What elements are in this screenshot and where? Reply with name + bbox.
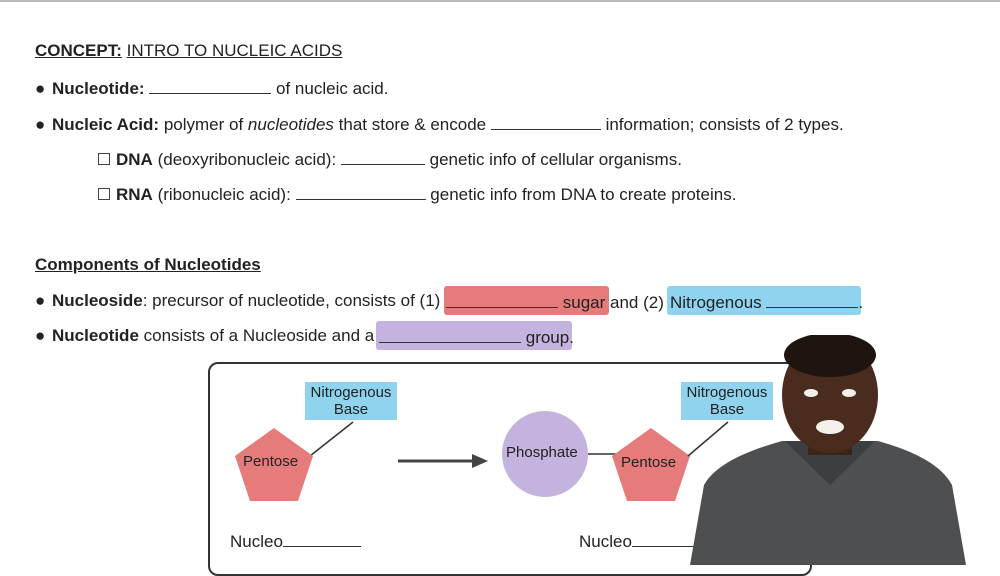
fill-blank: [766, 291, 859, 308]
nucleic-post: information; consists of 2 types.: [605, 115, 844, 134]
sugar-label: sugar: [562, 293, 606, 312]
nitrogenous-label: Nitrogenous: [670, 293, 762, 312]
bullet-icon: ●: [35, 79, 46, 98]
nucleo-label-right: Nucleo: [579, 530, 710, 552]
fill-blank: [282, 530, 361, 547]
nitrogenous-blank-group: Nitrogenous .: [670, 291, 863, 313]
fill-blank: [379, 326, 521, 343]
presenter-hair: [784, 335, 876, 377]
nitrogenous-highlight: [667, 286, 861, 315]
rna-rest: genetic info from DNA to create proteins…: [430, 185, 737, 204]
arrow-icon: [472, 454, 488, 468]
group-highlight: [376, 321, 572, 350]
nucleo-label-left: Nucleo: [230, 530, 361, 552]
presenter-collar: [785, 441, 875, 485]
sugar-highlight: [444, 286, 609, 315]
dna-rest: genetic info of cellular organisms.: [429, 150, 682, 169]
nucleic-pre: polymer of: [163, 115, 244, 134]
fill-blank: [295, 183, 426, 200]
nitrogenous-base-label-right: Nitrogenous Base: [681, 382, 773, 420]
nucleoside-rest: : precursor of nucleotide, consists of (…: [142, 291, 441, 310]
nucleic-mid: that store & encode: [338, 115, 487, 134]
checkbox-icon: [98, 153, 110, 165]
top-divider: [0, 0, 1000, 2]
nucleo-text: Nucleo: [230, 532, 283, 551]
concept-title: INTRO TO NUCLEIC ACIDS: [126, 41, 343, 60]
dna-definition: DNA (deoxyribonucleic acid): genetic inf…: [98, 148, 682, 170]
bullet-icon: ●: [35, 291, 46, 310]
fill-blank: [490, 113, 601, 130]
fill-blank: [149, 77, 272, 94]
nucleo-text: Nucleo: [579, 532, 632, 551]
nitrogenous-base-label-left: Nitrogenous Base: [305, 382, 397, 420]
nucleotide-rest: of nucleic acid.: [276, 79, 389, 98]
presenter-eye: [804, 389, 818, 397]
presenter-video: [690, 335, 966, 565]
rna-paren: (ribonucleic acid):: [157, 185, 291, 204]
fill-blank: [340, 148, 425, 165]
phosphate-circle: [502, 411, 588, 497]
nucleotide-term: Nucleotide:: [52, 79, 145, 98]
nucleoside-definition: ● Nucleoside: precursor of nucleotide, co…: [35, 291, 440, 311]
nucleic-italic: nucleotides: [247, 115, 334, 134]
concept-label: CONCEPT:: [35, 41, 122, 60]
presenter-mouth: [816, 420, 844, 434]
pentose-shape-right: [612, 428, 690, 501]
rna-definition: RNA (ribonucleic acid): genetic info fro…: [98, 183, 736, 205]
checkbox-icon: [98, 188, 110, 200]
nucleotide-definition: ● Nucleotide: of nucleic acid.: [35, 77, 388, 99]
dna-paren: (deoxyribonucleic acid):: [157, 150, 337, 169]
group-blank-group: group.: [379, 326, 574, 348]
phosphate-label: Phosphate: [506, 444, 578, 461]
bond-line: [687, 421, 729, 457]
group-label: group: [525, 328, 570, 347]
period: .: [569, 328, 574, 347]
nucleoside-term: Nucleoside: [52, 291, 143, 310]
dna-term: DNA: [116, 150, 153, 169]
fill-blank: [631, 530, 710, 547]
nucleotide-rest: consists of a Nucleoside and a: [143, 326, 375, 345]
nucleotide-composition: ● Nucleotide consists of a Nucleoside and…: [35, 326, 374, 346]
presenter-eye: [842, 389, 856, 397]
concept-heading: CONCEPT: INTRO TO NUCLEIC ACIDS: [35, 41, 342, 61]
components-heading: Components of Nucleotides: [35, 255, 261, 274]
presenter-shirt: [690, 441, 966, 565]
period: .: [858, 293, 864, 312]
pentose-label-left: Pentose: [243, 453, 299, 470]
sugar-blank-group: sugar and (2): [446, 291, 664, 313]
bullet-icon: ●: [35, 115, 46, 134]
and-two-label: and (2): [610, 293, 664, 312]
fill-blank: [446, 291, 558, 308]
diagram-shapes: [235, 411, 729, 501]
bullet-icon: ●: [35, 326, 46, 345]
rna-term: RNA: [116, 185, 153, 204]
pentose-shape-left: [235, 428, 313, 501]
pentose-label-right: Pentose: [621, 454, 677, 471]
nucleic-acid-definition: ● Nucleic Acid: polymer of nucleotides th…: [35, 113, 844, 135]
bond-line: [309, 421, 354, 457]
nucleotide-term: Nucleotide: [52, 326, 139, 345]
nucleic-acid-term: Nucleic Acid:: [52, 115, 160, 134]
